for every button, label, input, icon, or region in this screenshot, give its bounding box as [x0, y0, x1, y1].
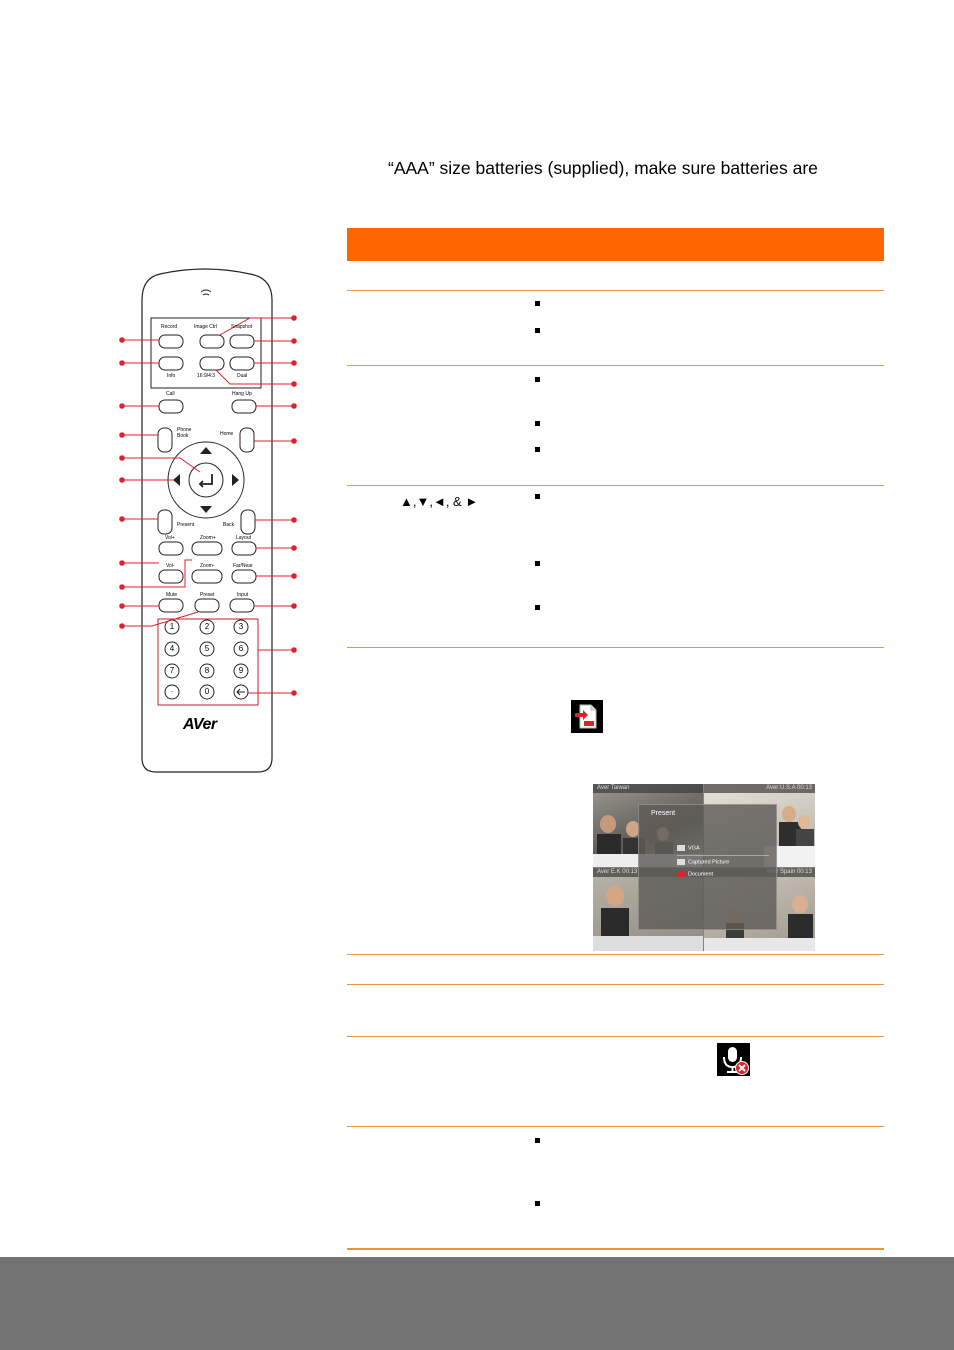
remote-label-zoom-in: Zoom+	[200, 535, 216, 541]
row-divider	[347, 954, 884, 955]
row-divider	[347, 1036, 884, 1037]
remote-control-diagram: Record Image Ctrl Snapshot Info 16:9/4:3…	[110, 260, 310, 785]
menu-item-vga[interactable]: VGA	[677, 845, 700, 851]
remote-label-present: Present	[177, 522, 195, 528]
keypad-key-2[interactable]: 2	[204, 622, 210, 631]
menu-item-label: Document	[688, 871, 714, 878]
remote-label-vol-up: Vol+	[165, 535, 175, 541]
row-divider	[347, 984, 884, 985]
row-divider	[347, 485, 884, 486]
keypad-key-4[interactable]: 4	[169, 644, 175, 653]
remote-label-preset: Preset	[200, 592, 215, 598]
aver-logo: AVer	[183, 716, 217, 733]
remote-label-far-near: Far/Near	[233, 563, 253, 569]
bullet-icon	[535, 447, 540, 452]
row-divider	[347, 1248, 884, 1250]
bullet-icon	[535, 328, 540, 333]
remote-label-hang-up: Hang Up	[232, 391, 252, 397]
menu-item-label: VGA	[688, 845, 700, 852]
row-divider	[347, 647, 884, 648]
keypad-key-8[interactable]: 8	[204, 666, 210, 675]
remote-label-dual: Dual	[237, 373, 248, 379]
remote-label-info: Info	[167, 373, 176, 379]
remote-label-aspect: 16:9/4:3	[197, 373, 216, 379]
bullet-icon	[535, 605, 540, 610]
menu-item-document[interactable]: Document	[677, 871, 713, 877]
remote-label-call: Call	[166, 391, 175, 397]
bullet-icon	[535, 421, 540, 426]
remote-label-zoom-out: Zoom-	[200, 563, 215, 569]
keypad-key-9[interactable]: 9	[238, 666, 244, 675]
remote-label-record: Record	[161, 324, 178, 330]
arrow-keys-label: ▲,▼,◄, & ►	[400, 494, 479, 509]
keypad-key-dot[interactable]: ·	[170, 687, 174, 696]
present-menu-title: Present	[651, 810, 676, 817]
microphone-muted-icon	[717, 1043, 750, 1076]
picture-icon	[677, 859, 685, 865]
remote-label-layout: Layout	[236, 535, 252, 541]
bullet-icon	[535, 494, 540, 499]
tile-label: Aver Taiwan	[593, 784, 703, 793]
keypad-key-5[interactable]: 5	[204, 644, 210, 653]
remote-label-snapshot: Snapshot	[231, 324, 253, 330]
keypad-key-7[interactable]: 7	[169, 666, 175, 675]
remote-label-input: Input	[237, 592, 249, 598]
row-divider	[347, 365, 884, 366]
document-icon	[677, 871, 685, 877]
tile-label: Aver U.S.A 00:13	[704, 784, 815, 793]
bullet-icon	[535, 377, 540, 382]
menu-item-captured-picture[interactable]: Captured Picture	[677, 859, 729, 865]
menu-item-label: Captured Picture	[688, 859, 730, 866]
remote-label-vol-down: Vol-	[166, 563, 175, 569]
present-menu-panel: Present VGA Captured Picture Document	[638, 804, 777, 930]
keypad-key-3[interactable]: 3	[238, 622, 244, 631]
keypad-key-0[interactable]: 0	[204, 687, 210, 696]
row-divider	[347, 290, 884, 291]
keypad-key-1[interactable]: 1	[169, 622, 175, 631]
bullet-icon	[535, 1201, 540, 1206]
bullet-icon	[535, 1138, 540, 1143]
row-divider	[347, 1126, 884, 1127]
intro-text: “AAA” size batteries (supplied), make su…	[388, 158, 818, 178]
present-document-icon	[571, 700, 603, 733]
signal-icon	[200, 289, 212, 296]
table-header-bar	[347, 228, 884, 261]
remote-label-mute: Mute	[166, 592, 178, 598]
remote-label-home: Home	[220, 431, 234, 437]
remote-label-back: Back	[223, 522, 235, 528]
bullet-icon	[535, 561, 540, 566]
keypad-key-6[interactable]: 6	[238, 644, 244, 653]
remote-label-phone-book: Phone Book	[177, 427, 192, 439]
page-footer-bar	[0, 1257, 954, 1350]
remote-label-image-ctrl: Image Ctrl	[194, 324, 218, 330]
bullet-icon	[535, 301, 540, 306]
monitor-icon	[677, 845, 685, 851]
menu-divider	[677, 855, 769, 856]
present-menu-screenshot: Aver Taiwan Aver U.S.A 00:13 Aver E.K 00…	[593, 784, 815, 951]
